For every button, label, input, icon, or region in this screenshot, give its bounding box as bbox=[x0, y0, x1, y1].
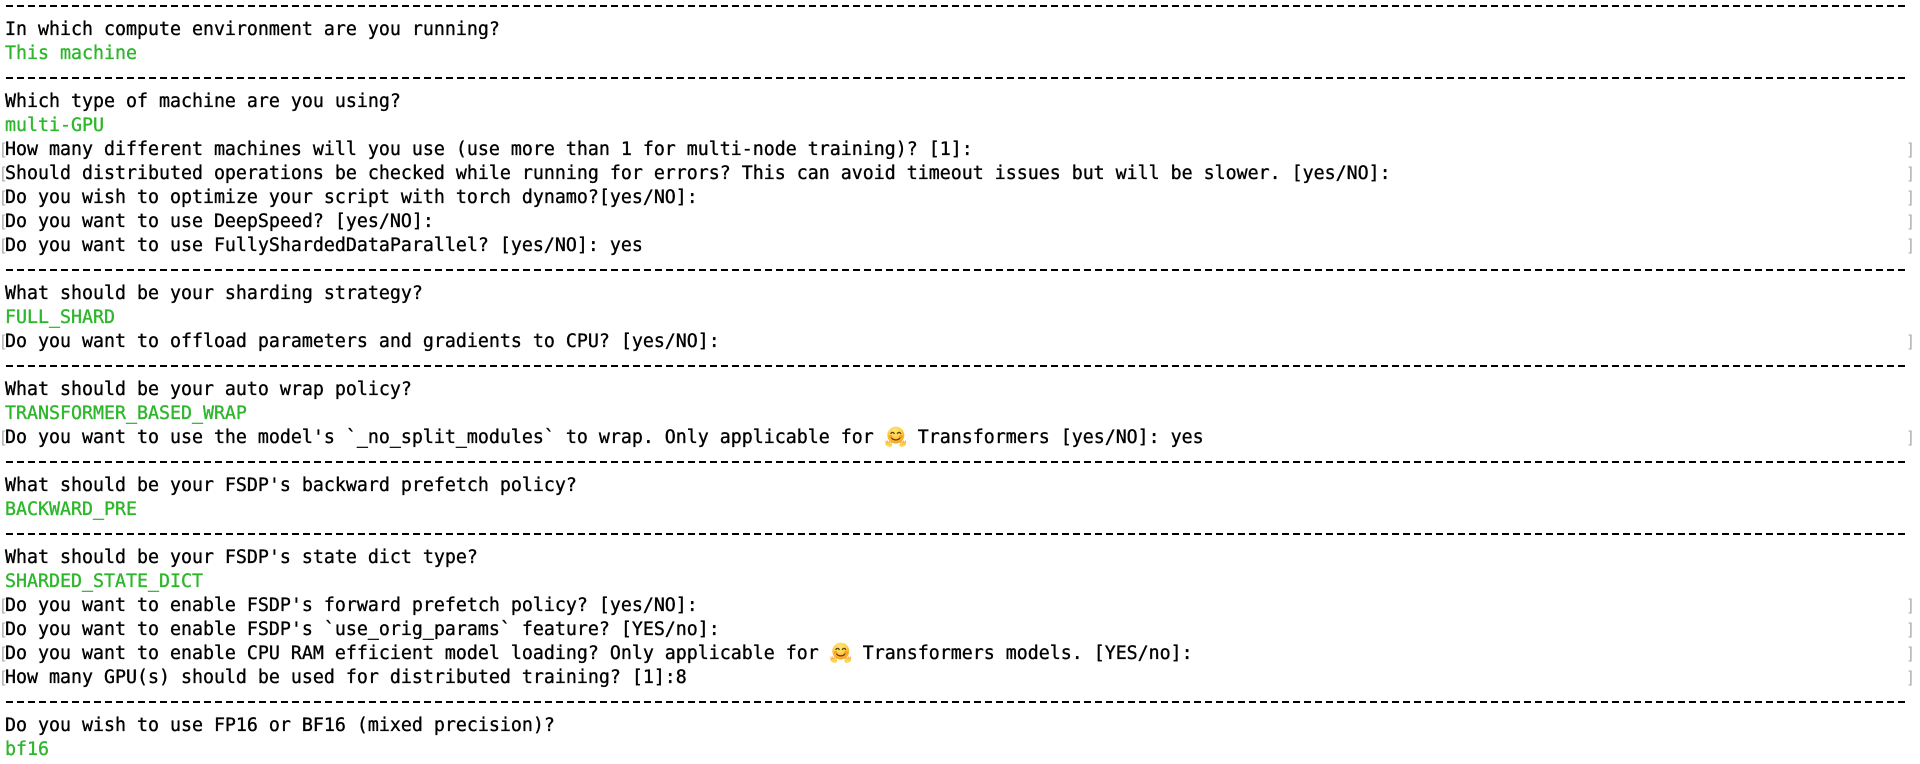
input-prompt-line[interactable]: [] Do you want to use the model's `_no_sp… bbox=[1, 426, 1920, 450]
input-prompt-line[interactable]: [] How many GPU(s) should be used for dis… bbox=[1, 666, 1920, 690]
input-prompt-line[interactable]: [] Do you want to enable FSDP's `use_orig… bbox=[1, 618, 1920, 642]
question-line: Which type of machine are you using? bbox=[5, 90, 1920, 114]
input-open-bracket: [ bbox=[1, 620, 6, 638]
input-prompt-line[interactable]: [] Do you want to use FullyShardedDataPar… bbox=[1, 234, 1920, 258]
input-open-bracket: [ bbox=[1, 332, 6, 350]
input-prompt-line[interactable]: [] Should distributed operations be check… bbox=[1, 162, 1920, 186]
separator-line bbox=[5, 354, 1920, 378]
separator-line bbox=[5, 522, 1920, 546]
separator-line bbox=[5, 66, 1920, 90]
question-text: What should be your FSDP's state dict ty… bbox=[5, 547, 478, 568]
question-line: Do you wish to use FP16 or BF16 (mixed p… bbox=[5, 714, 1920, 738]
prompt-text: Do you wish to optimize your script with… bbox=[5, 187, 698, 208]
hugging-face-emoji bbox=[885, 426, 907, 448]
hugging-face-emoji bbox=[830, 642, 852, 664]
prompt-text: Do you want to enable CPU RAM efficient … bbox=[5, 643, 1193, 664]
question-line: In which compute environment are you run… bbox=[5, 18, 1920, 42]
input-close-bracket: ] bbox=[1908, 644, 1913, 662]
dashed-rule bbox=[6, 77, 1907, 80]
dashed-rule bbox=[6, 461, 1907, 464]
question-text: What should be your FSDP's backward pref… bbox=[5, 475, 577, 496]
answer-text: TRANSFORMER_BASED_WRAP bbox=[5, 403, 247, 424]
separator-line bbox=[5, 258, 1920, 282]
question-text: Do you wish to use FP16 or BF16 (mixed p… bbox=[5, 715, 555, 736]
dashed-rule bbox=[6, 365, 1907, 368]
question-line: What should be your FSDP's backward pref… bbox=[5, 474, 1920, 498]
input-prompt-line[interactable]: [] Do you want to offload parameters and … bbox=[1, 330, 1920, 354]
input-open-bracket: [ bbox=[1, 596, 6, 614]
input-prompt-line[interactable]: [] Do you want to enable FSDP's forward p… bbox=[1, 594, 1920, 618]
input-close-bracket: ] bbox=[1908, 596, 1913, 614]
answer-text: FULL_SHARD bbox=[5, 307, 115, 328]
question-text: What should be your sharding strategy? bbox=[5, 283, 423, 304]
input-close-bracket: ] bbox=[1908, 620, 1913, 638]
separator-line bbox=[5, 0, 1920, 18]
input-prompt-line[interactable]: [] Do you want to use DeepSpeed? [yes/NO]… bbox=[1, 210, 1920, 234]
answer-text: BACKWARD_PRE bbox=[5, 499, 137, 520]
answer-text: SHARDED_STATE_DICT bbox=[5, 571, 203, 592]
input-close-bracket: ] bbox=[1908, 140, 1913, 158]
prompt-text: Should distributed operations be checked… bbox=[5, 163, 1391, 184]
prompt-text: Do you want to use DeepSpeed? [yes/NO]: bbox=[5, 211, 434, 232]
selected-answer: This machine bbox=[5, 42, 1920, 66]
dashed-rule bbox=[6, 701, 1907, 704]
prompt-text: Do you want to enable FSDP's forward pre… bbox=[5, 595, 698, 616]
question-line: What should be your sharding strategy? bbox=[5, 282, 1920, 306]
input-close-bracket: ] bbox=[1908, 428, 1913, 446]
prompt-text: Do you want to enable FSDP's `use_orig_p… bbox=[5, 619, 720, 640]
selected-answer: multi-GPU bbox=[5, 114, 1920, 138]
input-prompt-line[interactable]: [] How many different machines will you u… bbox=[1, 138, 1920, 162]
separator-line bbox=[5, 690, 1920, 714]
input-open-bracket: [ bbox=[1, 644, 6, 662]
question-line: What should be your auto wrap policy? bbox=[5, 378, 1920, 402]
selected-answer: SHARDED_STATE_DICT bbox=[5, 570, 1920, 594]
selected-answer: FULL_SHARD bbox=[5, 306, 1920, 330]
question-text: Which type of machine are you using? bbox=[5, 91, 401, 112]
selected-answer: TRANSFORMER_BASED_WRAP bbox=[5, 402, 1920, 426]
prompt-text: How many GPU(s) should be used for distr… bbox=[5, 667, 687, 688]
dashed-rule bbox=[6, 5, 1907, 8]
input-close-bracket: ] bbox=[1908, 236, 1913, 254]
dashed-rule bbox=[6, 269, 1907, 272]
prompt-text: Do you want to use the model's `_no_spli… bbox=[5, 427, 1204, 448]
question-text: In which compute environment are you run… bbox=[5, 19, 500, 40]
prompt-text: How many different machines will you use… bbox=[5, 139, 973, 160]
input-open-bracket: [ bbox=[1, 188, 6, 206]
input-open-bracket: [ bbox=[1, 668, 6, 686]
input-close-bracket: ] bbox=[1908, 188, 1913, 206]
answer-text: bf16 bbox=[5, 739, 49, 760]
input-open-bracket: [ bbox=[1, 236, 6, 254]
input-close-bracket: ] bbox=[1908, 212, 1913, 230]
question-line: What should be your FSDP's state dict ty… bbox=[5, 546, 1920, 570]
input-open-bracket: [ bbox=[1, 428, 6, 446]
separator-line bbox=[5, 450, 1920, 474]
input-open-bracket: [ bbox=[1, 212, 6, 230]
answer-text: This machine bbox=[5, 43, 137, 64]
input-open-bracket: [ bbox=[1, 164, 6, 182]
selected-answer: bf16 bbox=[5, 738, 1920, 762]
prompt-text: Do you want to use FullyShardedDataParal… bbox=[5, 235, 643, 256]
input-prompt-line[interactable]: [] Do you wish to optimize your script wi… bbox=[1, 186, 1920, 210]
question-text: What should be your auto wrap policy? bbox=[5, 379, 412, 400]
input-close-bracket: ] bbox=[1908, 332, 1913, 350]
input-prompt-line[interactable]: [] Do you want to enable CPU RAM efficien… bbox=[1, 642, 1920, 666]
input-close-bracket: ] bbox=[1908, 668, 1913, 686]
prompt-text: Do you want to offload parameters and gr… bbox=[5, 331, 720, 352]
input-close-bracket: ] bbox=[1908, 164, 1913, 182]
selected-answer: BACKWARD_PRE bbox=[5, 498, 1920, 522]
dashed-rule bbox=[6, 533, 1907, 536]
answer-text: multi-GPU bbox=[5, 115, 104, 136]
input-open-bracket: [ bbox=[1, 140, 6, 158]
